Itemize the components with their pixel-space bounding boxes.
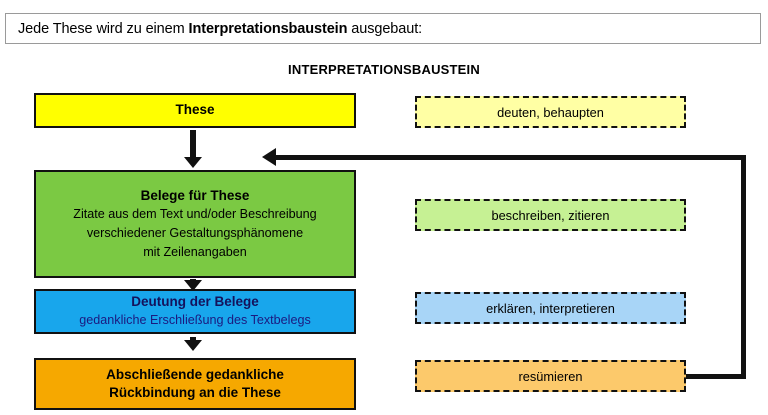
feedback-loop-segment-top <box>272 155 742 160</box>
step-line-deutung-1: gedankliche Erschließung des Textbelegs <box>79 313 311 328</box>
verb-box-resuemieren: resümieren <box>415 360 686 392</box>
step-title-these: These <box>175 102 215 118</box>
verb-box-beschreiben: beschreiben, zitieren <box>415 199 686 231</box>
verb-box-deuten: deuten, behaupten <box>415 96 686 128</box>
header-text-before: Jede These wird zu einem <box>18 20 189 37</box>
header-text: Jede These wird zu einem Interpretations… <box>6 21 422 37</box>
header-banner: Jede These wird zu einem Interpretations… <box>5 13 761 44</box>
arrow-shaft <box>190 337 196 341</box>
step-title-abschluss: Abschließende gedankliche <box>106 366 284 382</box>
arrow-head <box>184 280 202 291</box>
step-title-deutung: Deutung der Belege <box>131 293 259 309</box>
arrow-head <box>184 340 202 351</box>
arrow-shaft <box>190 130 196 157</box>
step-box-deutung: Deutung der Belege gedankliche Erschließ… <box>34 289 356 334</box>
verb-label-beschreiben: beschreiben, zitieren <box>491 207 610 223</box>
step-line-belege-1: Zitate aus dem Text und/oder Beschreibun… <box>73 206 317 221</box>
step-title-abschluss-line2: Rückbindung an die These <box>109 385 281 400</box>
step-line-belege-2: verschiedener Gestaltungsphänomene <box>86 225 304 240</box>
diagram-title: INTERPRETATIONSBAUSTEIN <box>288 62 480 77</box>
header-text-after: ausgebaut: <box>347 20 423 37</box>
feedback-loop-segment-right <box>741 155 746 379</box>
arrow-left-icon-feedback-loop <box>262 148 276 166</box>
header-text-bold: Interpretationsbaustein <box>188 20 348 37</box>
step-line-belege-3: mit Zeilenangaben <box>143 244 247 259</box>
verb-label-deuten: deuten, behaupten <box>497 104 604 120</box>
step-box-abschluss: Abschließende gedankliche Rückbindung an… <box>34 358 356 410</box>
step-box-belege: Belege für These Zitate aus dem Text und… <box>34 170 356 278</box>
step-box-these: These <box>34 93 356 128</box>
verb-box-erklaeren: erklären, interpretieren <box>415 292 686 324</box>
verb-label-resuemieren: resümieren <box>518 368 583 384</box>
verb-label-erklaeren: erklären, interpretieren <box>486 300 615 316</box>
arrow-head <box>184 157 202 168</box>
step-title-belege: Belege für These <box>140 187 250 203</box>
feedback-loop-segment-bottom <box>686 374 746 379</box>
